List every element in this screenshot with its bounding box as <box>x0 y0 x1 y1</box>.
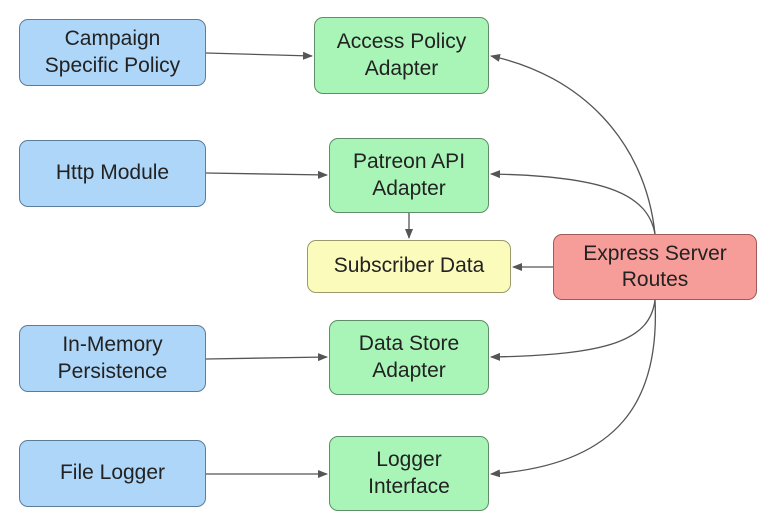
edge-express-to-access <box>490 53 656 235</box>
edge-http-to-patreon <box>205 170 328 179</box>
node-label: In-Memory Persistence <box>57 333 168 383</box>
edge-express-to-datastore <box>490 299 656 361</box>
node-label: Express Server Routes <box>583 241 727 291</box>
node-data-store-adapter: Data Store Adapter <box>329 320 489 395</box>
edge-inmemory-to-datastore <box>205 353 328 362</box>
node-patreon-api-adapter: Patreon API Adapter <box>329 138 489 213</box>
node-label: Campaign Specific Policy <box>44 27 181 77</box>
node-logger-interface: Logger Interface <box>329 436 489 511</box>
node-label: Http Module <box>55 161 170 185</box>
node-label: Subscriber Data <box>333 254 485 278</box>
node-in-memory-persistence: In-Memory Persistence <box>19 325 206 392</box>
node-label: Data Store Adapter <box>358 332 460 382</box>
node-label: Logger Interface <box>368 448 450 498</box>
node-file-logger: File Logger <box>19 440 206 507</box>
edge-express-to-patreon <box>490 170 656 235</box>
node-campaign-specific-policy: Campaign Specific Policy <box>19 19 206 86</box>
edge-campaign-to-access <box>205 51 313 60</box>
node-access-policy-adapter: Access Policy Adapter <box>314 17 489 94</box>
node-http-module: Http Module <box>19 140 206 207</box>
node-label: Patreon API Adapter <box>352 150 466 200</box>
node-express-server-routes: Express Server Routes <box>553 234 757 300</box>
edge-express-to-logger <box>490 299 657 478</box>
node-subscriber-data: Subscriber Data <box>307 240 511 293</box>
node-label: File Logger <box>59 461 166 485</box>
node-label: Access Policy Adapter <box>336 30 467 80</box>
